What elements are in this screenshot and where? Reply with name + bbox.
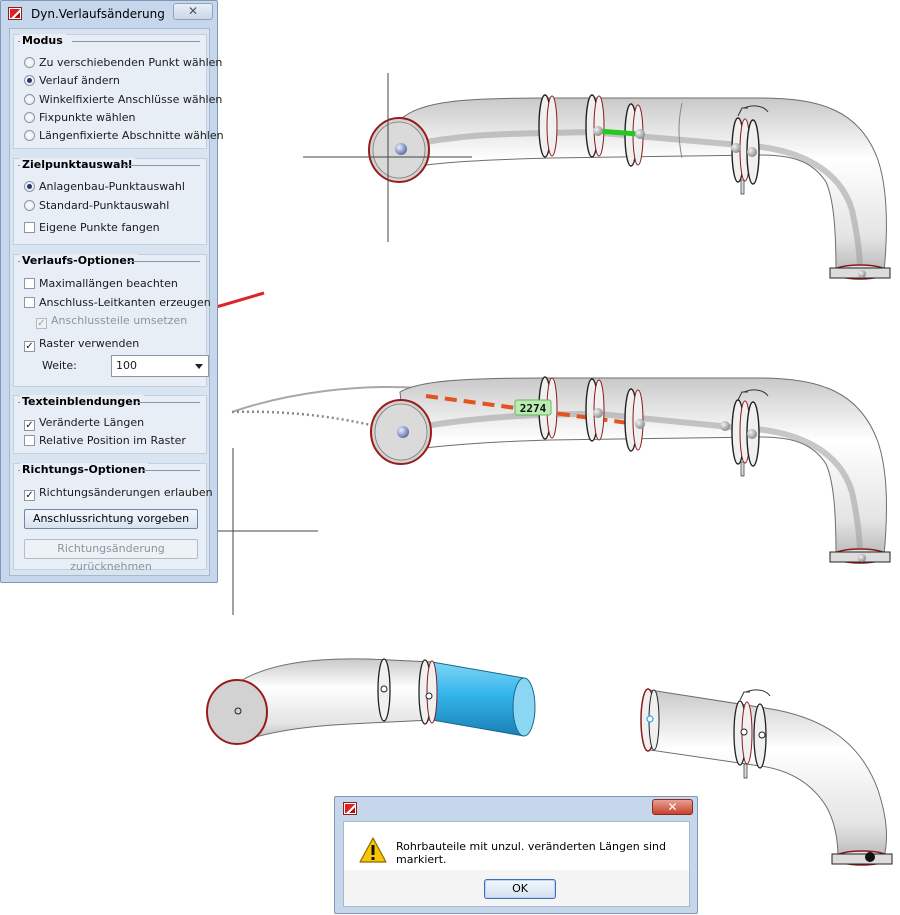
section-verlaufs-optionen: Verlaufs-Optionen Maximallängen beachten… bbox=[13, 254, 211, 387]
app-icon bbox=[343, 802, 357, 815]
weite-combobox[interactable]: 100 bbox=[111, 355, 209, 377]
legend-verlaufs-optionen: Verlaufs-Optionen bbox=[20, 254, 138, 267]
message-text: Rohrbauteile mit unzul. veränderten Läng… bbox=[396, 840, 666, 866]
weite-label: Weite: bbox=[42, 359, 77, 372]
radio-button[interactable] bbox=[24, 130, 35, 141]
ok-button[interactable]: OK bbox=[484, 879, 556, 899]
checkbox-checked[interactable]: ✓ bbox=[24, 490, 35, 501]
radio-anlagenbau-punktauswahl[interactable]: Anlagenbau-Punktauswahl bbox=[24, 179, 185, 195]
legend-texteinblendungen: Texteinblendungen bbox=[20, 395, 144, 408]
radio-verlauf-aendern[interactable]: Verlauf ändern bbox=[24, 73, 120, 89]
legend-richtungs-optionen: Richtungs-Optionen bbox=[20, 463, 149, 476]
weite-row: Weite: 100 bbox=[24, 355, 210, 377]
radio-standard-punktauswahl[interactable]: Standard-Punktauswahl bbox=[24, 198, 169, 214]
chevron-down-icon[interactable] bbox=[195, 364, 203, 369]
radio-zu-verschiebenden-punkt[interactable]: Zu verschiebenden Punkt wählen bbox=[24, 55, 222, 71]
dialog-title: Dyn.Verlaufsänderung bbox=[31, 7, 165, 21]
radio-button[interactable] bbox=[24, 75, 35, 86]
message-body: Rohrbauteile mit unzul. veränderten Läng… bbox=[343, 821, 690, 907]
dimension-value: 2274 bbox=[520, 402, 547, 415]
weite-value: 100 bbox=[116, 359, 137, 372]
checkbox-eigene-punkte-fangen[interactable]: Eigene Punkte fangen bbox=[24, 220, 160, 236]
radio-button[interactable] bbox=[24, 57, 35, 68]
dyn-verlauf-dialog: Dyn.Verlaufsänderung ✕ Modus Zu verschie… bbox=[0, 0, 224, 583]
section-richtungs-optionen: Richtungs-Optionen ✓Richtungsänderungen … bbox=[13, 463, 213, 573]
legend-modus: Modus bbox=[20, 34, 66, 47]
dialog-content: Modus Zu verschiebenden Punkt wählen Ver… bbox=[9, 28, 224, 576]
warning-message-box: ✕ Rohrbauteile mit unzul. veränderten Lä… bbox=[334, 796, 698, 914]
radio-button[interactable] bbox=[24, 112, 35, 123]
warning-icon bbox=[359, 837, 387, 863]
app-icon bbox=[8, 7, 22, 20]
checkbox-raster-verwenden[interactable]: ✓Raster verwenden bbox=[24, 337, 140, 352]
radio-button[interactable] bbox=[24, 94, 35, 105]
radio-fixpunkte[interactable]: Fixpunkte wählen bbox=[24, 110, 135, 126]
dialog-close-button[interactable]: ✕ bbox=[173, 3, 213, 20]
pipe-assembly-bottom-left[interactable] bbox=[206, 658, 536, 745]
section-texteinblendungen: Texteinblendungen ✓Veränderte Längen Rel… bbox=[13, 395, 207, 454]
checkbox-checked[interactable]: ✓ bbox=[24, 420, 35, 431]
dialog-titlebar[interactable]: Dyn.Verlaufsänderung ✕ bbox=[1, 1, 217, 27]
pipe-assembly-top[interactable] bbox=[368, 94, 891, 280]
checkbox-maximallaengen-beachten[interactable]: Maximallängen beachten bbox=[24, 276, 178, 292]
section-zielpunktauswahl: Zielpunktauswahl Anlagenbau-Punktauswahl… bbox=[13, 158, 207, 245]
checkbox-checked-disabled: ✓ bbox=[36, 318, 47, 329]
dimension-label: 2274 bbox=[514, 399, 552, 416]
checkbox-anschlussteile-umsetzen: ✓Anschlussteile umsetzen bbox=[36, 314, 188, 329]
checkbox-veraenderte-laengen[interactable]: ✓Veränderte Längen bbox=[24, 416, 145, 431]
radio-winkelfixierte-anschluesse[interactable]: Winkelfixierte Anschlüsse wählen bbox=[24, 92, 222, 108]
section-modus: Modus Zu verschiebenden Punkt wählen Ver… bbox=[13, 34, 224, 149]
checkbox-richtungsaenderungen-erlauben[interactable]: ✓Richtungsänderungen erlauben bbox=[24, 486, 213, 501]
radio-button[interactable] bbox=[24, 200, 35, 211]
checkbox[interactable] bbox=[24, 435, 35, 446]
crosshair-middle bbox=[218, 448, 318, 615]
checkbox[interactable] bbox=[24, 278, 35, 289]
checkbox[interactable] bbox=[24, 222, 35, 233]
message-close-button[interactable]: ✕ bbox=[652, 799, 693, 815]
checkbox[interactable] bbox=[24, 297, 35, 308]
anschlussrichtung-vorgeben-button[interactable]: Anschlussrichtung vorgeben bbox=[24, 509, 198, 529]
radio-laengenfixierte-abschnitte[interactable]: Längenfixierte Abschnitte wählen bbox=[24, 128, 224, 144]
checkbox-checked[interactable]: ✓ bbox=[24, 341, 35, 352]
richtungsaenderung-zuruecknehmen-button[interactable]: Richtungsänderung zurücknehmen bbox=[24, 539, 198, 573]
crosshair-top bbox=[303, 73, 472, 242]
pipe-assembly-middle[interactable] bbox=[231, 376, 891, 564]
pipe-assembly-bottom-right[interactable] bbox=[640, 688, 893, 866]
checkbox-anschluss-leitkanten[interactable]: Anschluss-Leitkanten erzeugen bbox=[24, 295, 211, 311]
legend-zielpunktauswahl: Zielpunktauswahl bbox=[20, 158, 136, 171]
radio-button[interactable] bbox=[24, 181, 35, 192]
checkbox-relative-position[interactable]: Relative Position im Raster bbox=[24, 433, 186, 449]
